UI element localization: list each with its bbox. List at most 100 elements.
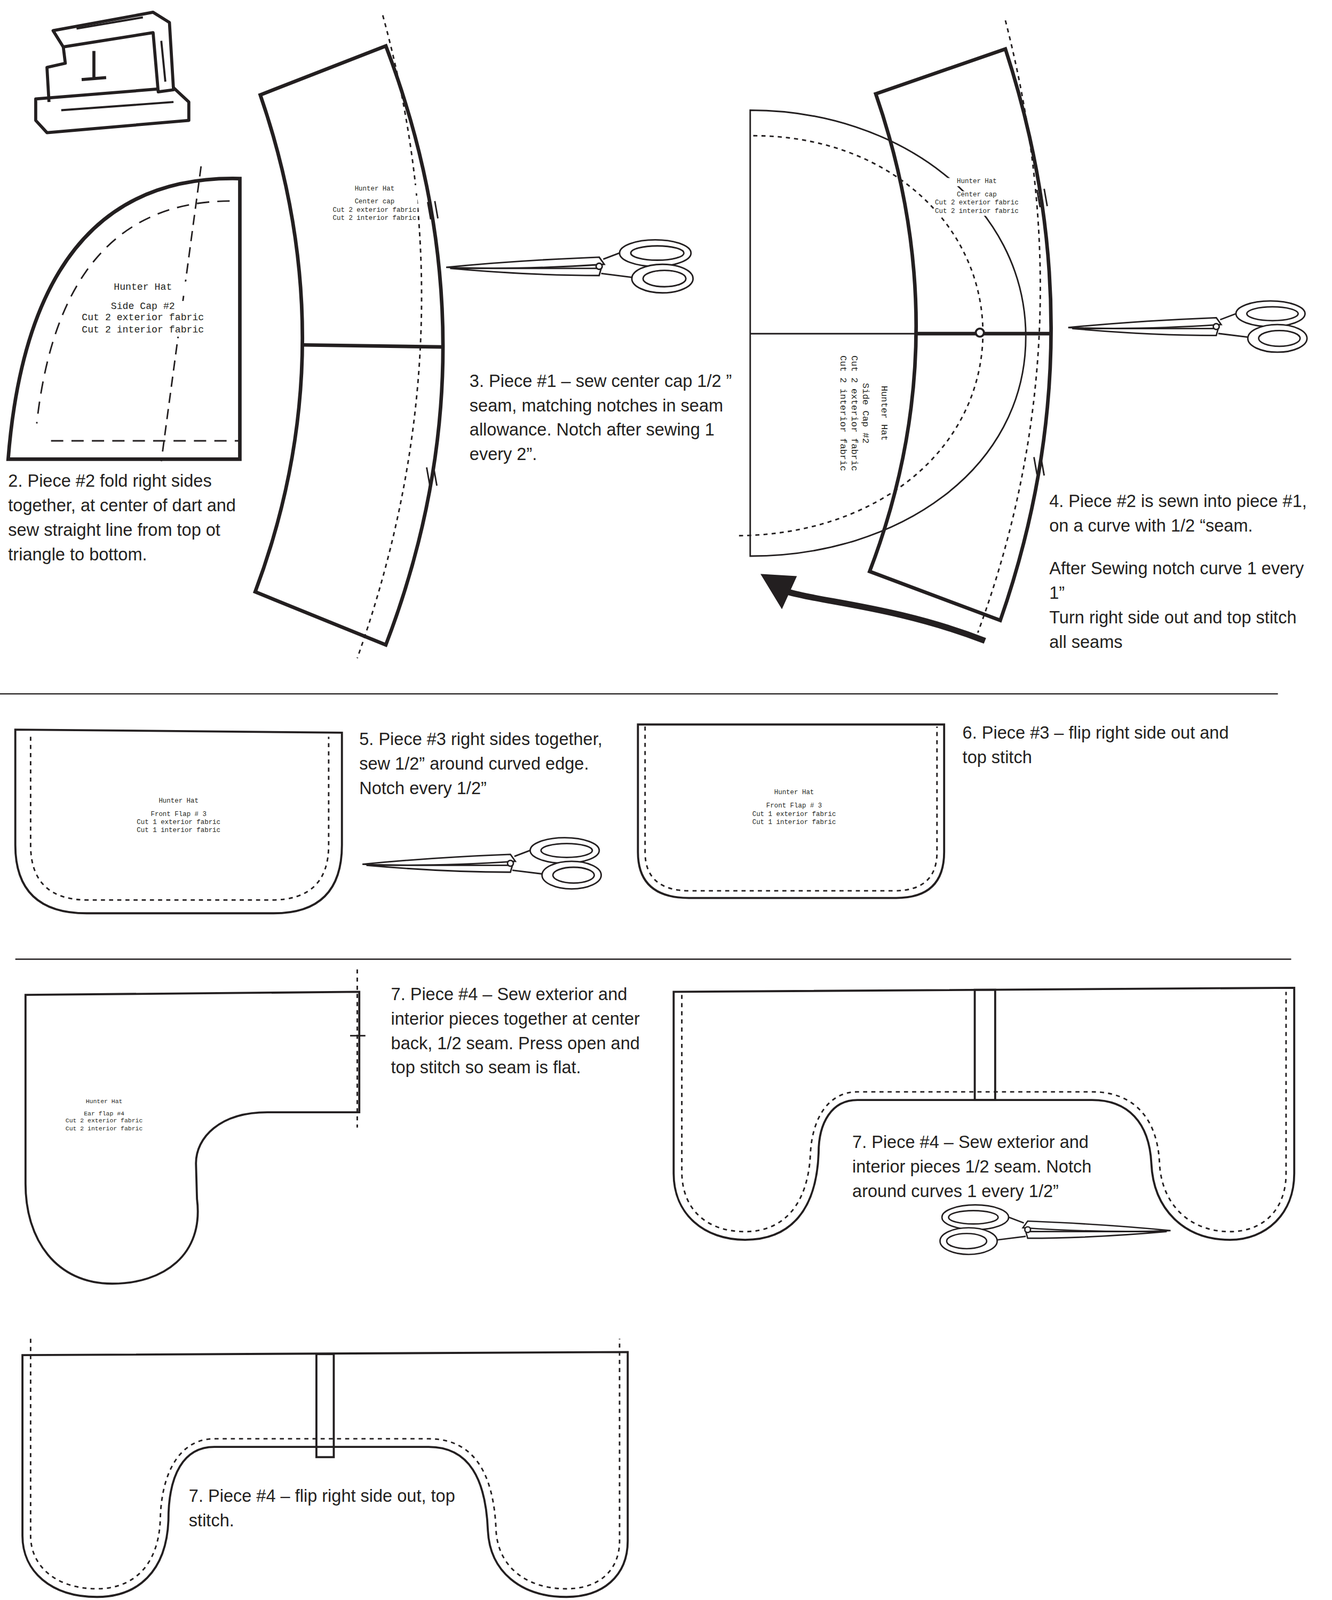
front-flap-piece (15, 729, 343, 914)
text-group: Hunter HatCenter capCut 2 exterior fabri… (933, 178, 1020, 217)
text-group: Hunter HatCenter capCut 2 exterior fabri… (331, 185, 418, 224)
piece-outline (22, 1351, 628, 1597)
center-back-seam (316, 1353, 335, 1457)
text-group: Hunter HatEar flap #4Cut 2 exterior fabr… (64, 1097, 144, 1133)
pattern-piece: Hunter HatEar flap #4Cut 2 exterior fabr… (25, 991, 360, 1284)
side-cap-piece (8, 166, 240, 462)
text-group: Hunter Hat Side Cap #2Cut 2 exterior fabr… (836, 354, 889, 473)
sewing-machine-icon (35, 12, 189, 133)
text-group: Hunter HatFront Flap # 3Cut 1 exterior f… (751, 789, 838, 828)
pattern-text: Front Flap # 3 (751, 802, 838, 811)
pattern-text: Side Cap #2 (80, 300, 205, 313)
pattern-text: Cut 2 exterior fabric (80, 312, 205, 325)
piece-outline (637, 724, 945, 899)
text-group: 7. Piece #4 – flip right side out, top s… (188, 1484, 463, 1534)
ear-flap-joined (673, 987, 1295, 1240)
scissors-icon (939, 1204, 1171, 1255)
pattern-text: Cut 1 exterior fabric (135, 818, 222, 828)
step-instruction: 4. Piece #2 is sewn into piece #1, on a … (1049, 489, 1320, 539)
piece-outline (255, 45, 443, 645)
ear-flap-piece: 7. Piece #4 – Sew exterior and interior … (673, 987, 1295, 1240)
seam-line (36, 201, 241, 441)
side-cap-outline (750, 109, 1026, 557)
pattern-title: Hunter Hat (331, 185, 418, 194)
step-instruction: 2. Piece #2 fold right sides together, a… (8, 469, 253, 568)
seam-line (977, 20, 1041, 633)
pattern-text: Center cap (933, 191, 1020, 200)
pattern-text: Cut 2 interior fabric (331, 214, 418, 224)
seam-line (645, 726, 938, 891)
step-instruction: After Sewing notch curve 1 every 1” (1049, 557, 1310, 607)
seam-line (357, 15, 422, 659)
ear-flap-piece: 7. Piece #4 – flip right side out, top s… (22, 1351, 628, 1597)
pattern-title: Hunter Hat (877, 354, 890, 473)
scissors-icon (1068, 300, 1307, 353)
center-back-seam (974, 989, 996, 1100)
machine-detail (61, 17, 174, 111)
pattern-text: Cut 1 interior fabric (751, 818, 838, 828)
machine-needle (81, 51, 107, 81)
pattern-text: Cut 2 exterior fabric (847, 354, 860, 473)
seam-line (30, 1338, 620, 1589)
pattern-piece: Hunter HatFront Flap # 3Cut 1 exterior f… (15, 729, 343, 914)
pattern-title: Hunter Hat (80, 281, 205, 295)
step-caption: 7. Piece #4 – flip right side out, top s… (188, 1484, 463, 1534)
step-instruction: 6. Piece #3 – flip right side out and to… (962, 721, 1234, 771)
pattern-piece: Hunter HatSide Cap #2Cut 2 exterior fabr… (8, 173, 240, 462)
step-instruction: 5. Piece #3 right sides together, sew 1/… (359, 727, 605, 802)
pattern-text: Cut 1 exterior fabric (751, 810, 838, 820)
scissors-icon (939, 1204, 1171, 1255)
divider-line (0, 693, 1279, 695)
seam-line (682, 991, 1287, 1232)
piece-outline (25, 991, 360, 1284)
pattern-text: Cut 2 interior fabric (80, 324, 205, 337)
pattern-text: Cut 2 interior fabric (64, 1124, 144, 1133)
pattern-text: Cut 2 exterior fabric (64, 1117, 144, 1125)
piece-outline (8, 178, 240, 459)
step-instruction: Turn right side out and top stitch all s… (1049, 606, 1310, 656)
pattern-text: Center cap (331, 197, 418, 207)
match-dot (975, 328, 984, 337)
pattern-title: Hunter Hat (751, 789, 838, 798)
scissors-icon (362, 837, 601, 890)
center-cap-piece (255, 15, 443, 659)
pattern-text: Front Flap # 3 (135, 810, 222, 819)
text-group: Hunter HatFront Flap # 3Cut 1 exterior f… (135, 797, 222, 836)
piece-outline (673, 987, 1295, 1240)
machine-base (35, 87, 189, 133)
pattern-title: Hunter Hat (135, 797, 222, 806)
front-flap-turned (637, 724, 945, 899)
center-seam (302, 344, 443, 347)
center-cap-outline (869, 49, 1052, 621)
pattern-text: Cut 2 exterior fabric (933, 199, 1020, 208)
text-group: 7. Piece #4 – Sew exterior and interior … (852, 1130, 1127, 1204)
ear-flap-piece (25, 969, 366, 1284)
step-instruction: 3. Piece #1 – sew center cap 1/2 ” seam,… (469, 369, 756, 468)
pattern-piece: Hunter HatCenter capCut 2 exterior fabri… (255, 45, 444, 648)
pattern-text: Cut 2 interior fabric (933, 207, 1020, 217)
notch-mark (1034, 188, 1048, 476)
pattern-text: Side Cap #2 (859, 354, 871, 473)
step-caption: 7. Piece #4 – Sew exterior and interior … (852, 1130, 1127, 1204)
scissors-icon (446, 239, 694, 293)
pattern-text: Ear flap #4 (64, 1109, 144, 1117)
step-instruction: 7. Piece #4 – Sew exterior and interior … (391, 982, 662, 1081)
pattern-text: Cut 1 interior fabric (135, 826, 222, 836)
text-group: Hunter HatSide Cap #2Cut 2 exterior fabr… (80, 281, 205, 338)
piece-outline (15, 729, 343, 914)
turn-arrow (788, 591, 986, 641)
pattern-title: Hunter Hat (933, 178, 1020, 187)
seam-line (356, 969, 359, 1128)
notch-mark (426, 201, 438, 486)
pattern-piece: Hunter HatFront Flap # 3Cut 1 exterior f… (637, 724, 945, 899)
divider-line (15, 958, 1292, 960)
pattern-title: Hunter Hat (64, 1097, 144, 1106)
pattern-piece: Hunter HatCenter capCut 2 exterior fabri… (869, 45, 1054, 623)
notch-mark (350, 1034, 366, 1037)
pattern-text: Cut 2 exterior fabric (331, 206, 418, 216)
pattern-text: Cut 2 interior fabric (836, 354, 848, 473)
machine-arm (52, 12, 174, 92)
assembled-cap (734, 20, 1052, 641)
ear-flap-turned (22, 1338, 628, 1598)
